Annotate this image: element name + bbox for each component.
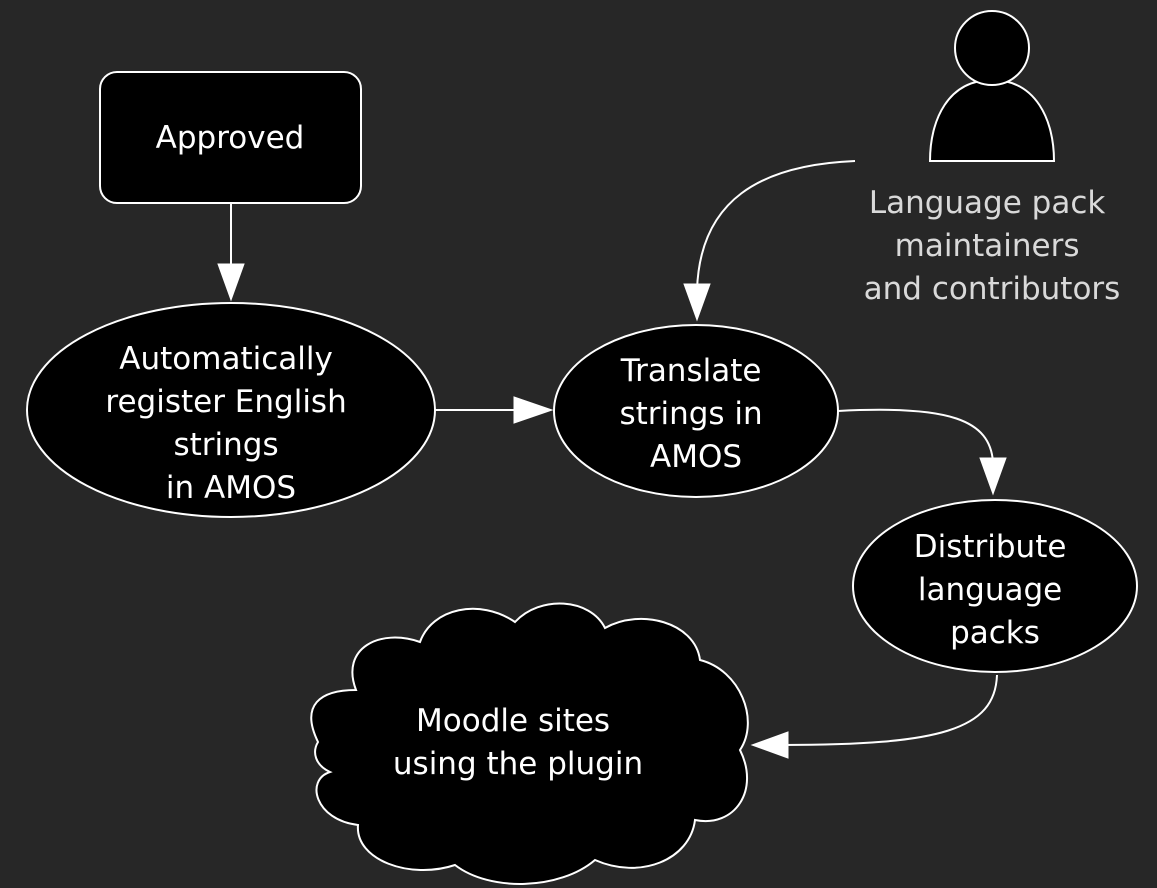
node-moodle-sites-label: Moodle sites using the plugin xyxy=(393,703,643,782)
node-distribute-line: Distribute xyxy=(914,529,1067,565)
node-distribute-packs: Distribute language packs xyxy=(852,499,1138,673)
node-translate-line: AMOS xyxy=(650,439,742,475)
node-translate-strings: Translate strings in AMOS xyxy=(553,324,839,498)
node-distribute-line: packs xyxy=(950,615,1040,651)
node-register-line: Automatically xyxy=(119,341,333,377)
node-translate-strings-label: Translate strings in AMOS xyxy=(619,353,772,475)
edge-approved-to-register xyxy=(217,203,245,302)
edge-register-to-translate xyxy=(435,396,554,424)
node-approved-label: Approved xyxy=(156,120,305,156)
node-moodle-line: using the plugin xyxy=(393,746,643,782)
node-distribute-packs-label: Distribute language packs xyxy=(914,529,1077,651)
actor-maintainers-label: Language pack maintainers and contributo… xyxy=(864,185,1121,307)
edge-maintainers-to-translate xyxy=(683,160,856,322)
actor-maintainers: Language pack maintainers and contributo… xyxy=(864,10,1121,307)
edge-distribute-to-moodle-sites xyxy=(750,674,998,759)
person-icon xyxy=(928,10,1056,162)
node-distribute-line: language xyxy=(918,572,1062,608)
cloud-icon xyxy=(310,602,749,885)
node-register-line: register English xyxy=(105,384,346,420)
edges xyxy=(217,160,1007,759)
node-approved-line: Approved xyxy=(156,120,305,156)
actor-line: and contributors xyxy=(864,271,1121,307)
node-translate-line: Translate xyxy=(620,353,762,389)
node-translate-line: strings in xyxy=(619,396,762,432)
node-register-line: in AMOS xyxy=(166,470,296,506)
actor-line: Language pack xyxy=(869,185,1106,221)
node-moodle-sites: Moodle sites using the plugin xyxy=(310,602,749,885)
edge-translate-to-distribute xyxy=(837,408,1007,496)
node-register-strings-label: Automatically register English strings i… xyxy=(105,341,356,506)
node-moodle-line: Moodle sites xyxy=(416,703,610,739)
node-register-strings: Automatically register English strings i… xyxy=(26,302,436,518)
actor-line: maintainers xyxy=(895,228,1080,264)
node-approved: Approved xyxy=(99,71,362,204)
node-register-line: strings xyxy=(174,427,279,463)
